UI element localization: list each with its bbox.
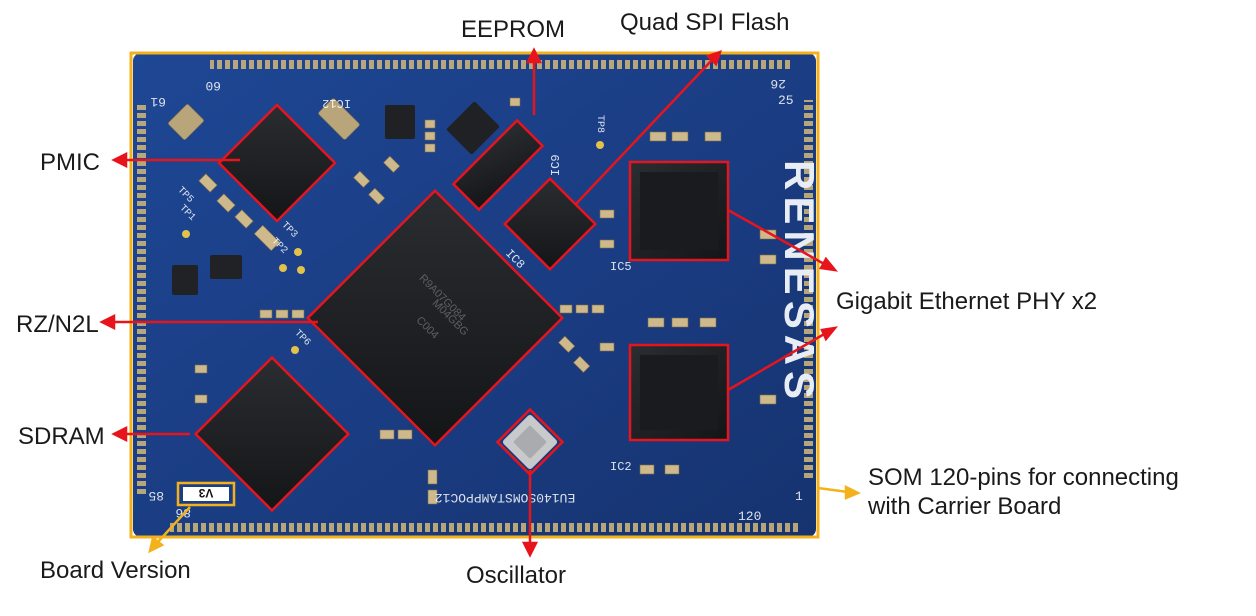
silk-pin-1: 1 [795, 489, 803, 504]
som-pins-label: SOM 120-pins for connecting with Carrier… [868, 464, 1179, 522]
som-pins-label-line2: with Carrier Board [868, 492, 1062, 520]
test-points [182, 141, 604, 354]
silk-ic5: IC5 [610, 260, 632, 274]
eeprom-chip [451, 118, 545, 212]
silk-part-number: EU140SOMSTAMPPOC12 [435, 490, 575, 505]
silk-tp8: TP8 [594, 115, 605, 133]
som-pins-label-line1: SOM 120-pins for connecting [868, 464, 1179, 491]
regulator-component [210, 255, 242, 279]
silk-pin-61: 61 [150, 94, 166, 109]
pin-row-top [210, 60, 790, 69]
eeprom-label: EEPROM [461, 16, 566, 43]
silk-pin-26: 26 [770, 76, 786, 91]
silk-ic2: IC2 [610, 460, 632, 474]
small-ic-2 [446, 101, 500, 155]
quad-spi-flash-chip [502, 176, 598, 272]
board-version-label: Board Version [40, 557, 191, 584]
renesas-logo: RENESAS [776, 160, 823, 405]
pin-row-bottom [170, 523, 800, 532]
silk-ic12: IC12 [322, 96, 351, 110]
pin-row-right [804, 100, 813, 480]
silk-pin-85: 85 [148, 488, 164, 503]
rz-n2l-mcu-chip [305, 188, 565, 448]
ethernet-phy-2-chip [628, 343, 730, 442]
pmic-chip [217, 103, 337, 223]
board-version-tag: V3 [198, 486, 213, 500]
oscillator-label: Oscillator [466, 562, 567, 589]
board-version-box [176, 481, 236, 507]
small-ic [385, 105, 415, 139]
oscillator-component [495, 407, 565, 477]
board-version-fill [183, 487, 229, 501]
transistor-component [172, 265, 198, 295]
silk-pin-120: 120 [738, 509, 761, 524]
gigabit-ethernet-phy-label: Gigabit Ethernet PHY x2 [836, 288, 1098, 315]
rz-n2l-label: RZ/N2L [16, 311, 99, 338]
som-pins-highlight [129, 51, 820, 539]
pin-row-left [137, 105, 146, 495]
silk-pin-25: 25 [778, 93, 794, 108]
yellow-callout-arrows [148, 484, 862, 554]
pmic-label: PMIC [40, 149, 100, 176]
sdram-label: SDRAM [18, 423, 105, 450]
quad-spi-flash-label: Quad SPI Flash [620, 9, 790, 36]
ethernet-phy-1-chip [628, 160, 730, 262]
red-callout-arrows [99, 47, 839, 558]
silk-pin-60: 60 [205, 78, 221, 93]
sdram-chip [193, 355, 351, 513]
silk-ic9: IC9 [549, 154, 563, 176]
passive-components [168, 97, 777, 505]
